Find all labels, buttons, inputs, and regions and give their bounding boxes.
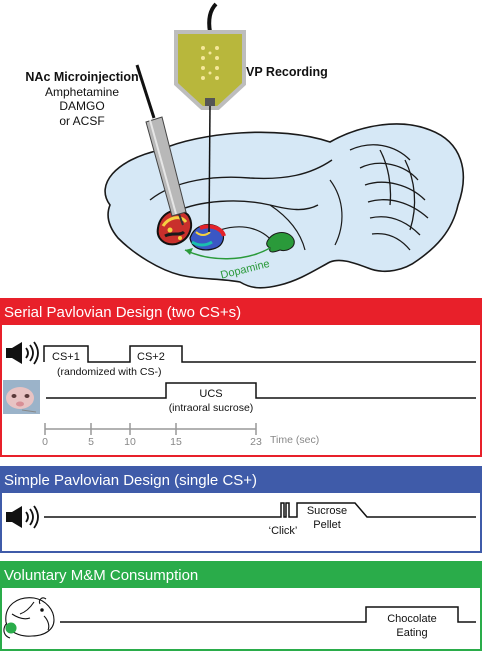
cs2-label: CS+2 xyxy=(137,351,165,363)
voluntary-header: Voluntary M&M Consumption xyxy=(4,567,198,584)
simple-header-bar xyxy=(0,466,482,492)
vp-label: VP Recording xyxy=(246,65,328,79)
voluntary-header-bar xyxy=(0,561,482,587)
serial-panel: Serial Pavlovian Design (two CS+s) CS+1 … xyxy=(0,298,482,457)
nac-drug-3: or ACSF xyxy=(59,114,104,128)
cannula-icon xyxy=(135,64,187,226)
click-label: ‘Click’ xyxy=(269,525,298,537)
voluntary-panel: Voluntary M&M Consumption Chocolate Eati… xyxy=(0,561,482,651)
nac-drug-1: Amphetamine xyxy=(45,85,119,99)
ucs-trace xyxy=(46,382,476,399)
serial-header-bar xyxy=(0,298,482,324)
brain-illustration: Dopamine xyxy=(104,123,465,289)
vp-region xyxy=(189,223,226,251)
rat-eating-icon xyxy=(3,597,55,639)
chocolate-label-1: Chocolate xyxy=(387,613,437,625)
tick-5: 5 xyxy=(88,436,94,448)
rat-face-icon xyxy=(3,380,40,414)
simple-trace xyxy=(44,502,476,518)
simple-header: Simple Pavlovian Design (single CS+) xyxy=(4,472,257,489)
simple-panel: Simple Pavlovian Design (single CS+) ‘Cl… xyxy=(0,466,482,553)
nac-title: NAc Microinjection xyxy=(25,70,138,84)
tick-0: 0 xyxy=(42,436,48,448)
cerebellum xyxy=(349,144,429,251)
serial-header: Serial Pavlovian Design (two CS+s) xyxy=(4,304,241,321)
tick-15: 15 xyxy=(170,436,182,448)
ucs-note: (intraoral sucrose) xyxy=(169,402,254,414)
sucrose-label-1: Sucrose xyxy=(307,505,347,517)
vta-region xyxy=(266,232,295,253)
time-axis xyxy=(44,423,257,435)
nac-region xyxy=(156,209,193,246)
speaker-icon xyxy=(6,341,39,365)
cs-note: (randomized with CS-) xyxy=(57,366,161,378)
sucrose-label-2: Pellet xyxy=(313,519,341,531)
speaker-icon xyxy=(6,505,39,529)
electrode-icon xyxy=(174,2,246,233)
nac-drug-2: DAMGO xyxy=(59,99,104,113)
cs-trace xyxy=(43,345,476,363)
time-label: Time (sec) xyxy=(270,434,319,446)
tick-23: 23 xyxy=(250,436,262,448)
dopamine-pathway xyxy=(184,247,271,260)
chocolate-label-2: Eating xyxy=(396,627,427,639)
voluntary-trace xyxy=(60,606,476,623)
tick-10: 10 xyxy=(124,436,136,448)
cs1-label: CS+1 xyxy=(52,351,80,363)
ucs-label: UCS xyxy=(199,388,222,400)
